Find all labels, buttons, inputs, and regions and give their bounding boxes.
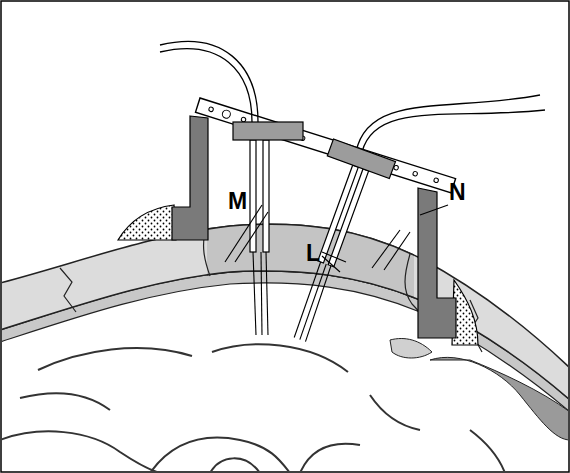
chamber-wall	[172, 116, 208, 240]
electrode	[265, 139, 395, 350]
leader-line	[225, 205, 448, 272]
electrode-wire	[362, 110, 545, 152]
part-letter: M	[228, 190, 247, 213]
suture-line	[60, 268, 76, 312]
part-letter: L	[306, 242, 320, 265]
electrode-wire	[356, 95, 540, 152]
deep-tissue	[430, 357, 568, 440]
window-fill	[2, 224, 568, 400]
cap-plate	[195, 98, 455, 193]
electrode	[160, 41, 303, 335]
dental-acrylic	[118, 205, 176, 240]
sulci	[2, 344, 505, 471]
skull-bone	[2, 224, 568, 400]
deep-tissue	[390, 339, 432, 359]
chamber-wall	[418, 188, 456, 338]
part-letter: N	[449, 181, 466, 204]
